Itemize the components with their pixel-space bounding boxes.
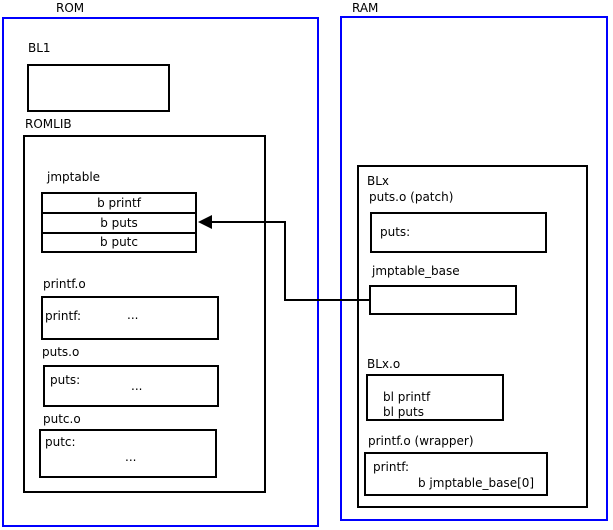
printf-symbol: printf: — [45, 309, 82, 323]
printf-o-label: printf.o — [43, 277, 86, 291]
jmptable-base-label: jmptable_base — [372, 264, 460, 278]
printf-wrapper-box: printf: b jmptable_base[0] — [364, 452, 548, 496]
romlib-label: ROMLIB — [25, 117, 72, 131]
printf-ellipsis: ... — [127, 308, 139, 322]
blx-o-label: BLx.o — [367, 357, 401, 371]
printf-o-box: printf: ... — [41, 296, 219, 340]
putc-o-label: putc.o — [43, 412, 81, 426]
puts-ellipsis: ... — [131, 379, 143, 393]
puts-patch-label: puts.o (patch) — [369, 190, 454, 204]
blx-o-box: bl printf bl puts — [366, 374, 504, 421]
rom-title: ROM — [56, 1, 85, 15]
bl1-label: BL1 — [28, 41, 51, 55]
putc-ellipsis: ... — [125, 450, 137, 464]
puts-o-box: puts: ... — [43, 365, 219, 407]
jmptable-label: jmptable — [47, 170, 101, 184]
ram-title: RAM — [352, 1, 379, 15]
bl1-box — [27, 64, 170, 112]
printf-wrapper-instruction: b jmptable_base[0] — [418, 476, 535, 490]
putc-symbol: putc: — [45, 435, 76, 449]
jmptable-entry-printf: b printf — [43, 194, 195, 214]
patch-arrow-vertical-segment — [284, 221, 286, 301]
blx-o-line-2: bl puts — [383, 405, 424, 419]
jmptable-entry-putc: b putc — [100, 235, 138, 249]
puts-patch-box: puts: — [370, 212, 547, 253]
printf-wrapper-label: printf.o (wrapper) — [368, 434, 474, 448]
patch-arrow-bottom-segment — [284, 299, 370, 301]
puts-symbol: puts: — [50, 373, 81, 387]
patch-arrow-top-segment — [210, 221, 286, 223]
blx-o-line-1: bl printf — [383, 390, 431, 404]
putc-o-box: putc: ... — [39, 429, 217, 478]
patch-arrow-head-icon — [198, 215, 212, 229]
ram-frame — [340, 16, 608, 521]
jmptable-box: b printf b puts b putc — [41, 192, 197, 253]
blx-label: BLx — [367, 174, 390, 188]
rom-frame — [2, 17, 319, 527]
puts-patch-symbol: puts: — [380, 225, 411, 239]
puts-o-label: puts.o — [42, 345, 80, 359]
jmptable-entry-puts: b puts — [43, 214, 195, 234]
jmptable-base-box — [369, 285, 517, 315]
printf-wrapper-symbol: printf: — [373, 460, 410, 474]
